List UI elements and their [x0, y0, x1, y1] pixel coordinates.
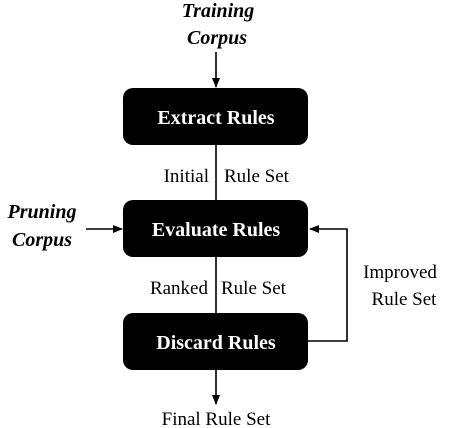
improved-rule-set-label-line1: Improved	[363, 262, 437, 283]
initial-rule-set-label-left: Initial	[164, 166, 209, 187]
pruning-corpus-label-line2: Corpus	[12, 229, 72, 251]
extract-rules-box	[123, 88, 308, 145]
initial-rule-set-label-right: Rule Set	[224, 166, 290, 187]
evaluate-rules-box	[123, 200, 308, 257]
discard-rules-label: Discard Rules	[156, 332, 276, 354]
ranked-rule-set-label-left: Ranked	[150, 278, 209, 299]
feedback-loop-arrow	[308, 225, 348, 342]
evaluate-rules-label: Evaluate Rules	[152, 219, 281, 241]
training-corpus-label-line2: Corpus	[187, 27, 247, 49]
extract-rules-label: Extract Rules	[157, 107, 274, 129]
pruning-corpus-label-line1: Pruning	[7, 201, 77, 223]
training-corpus-label-line1: Training	[182, 0, 255, 22]
discard-rules-box	[123, 313, 308, 370]
improved-rule-set-label-line2: Rule Set	[372, 289, 438, 310]
final-rule-set-label: Final Rule Set	[162, 409, 271, 428]
ranked-rule-set-label-right: Rule Set	[221, 278, 287, 299]
